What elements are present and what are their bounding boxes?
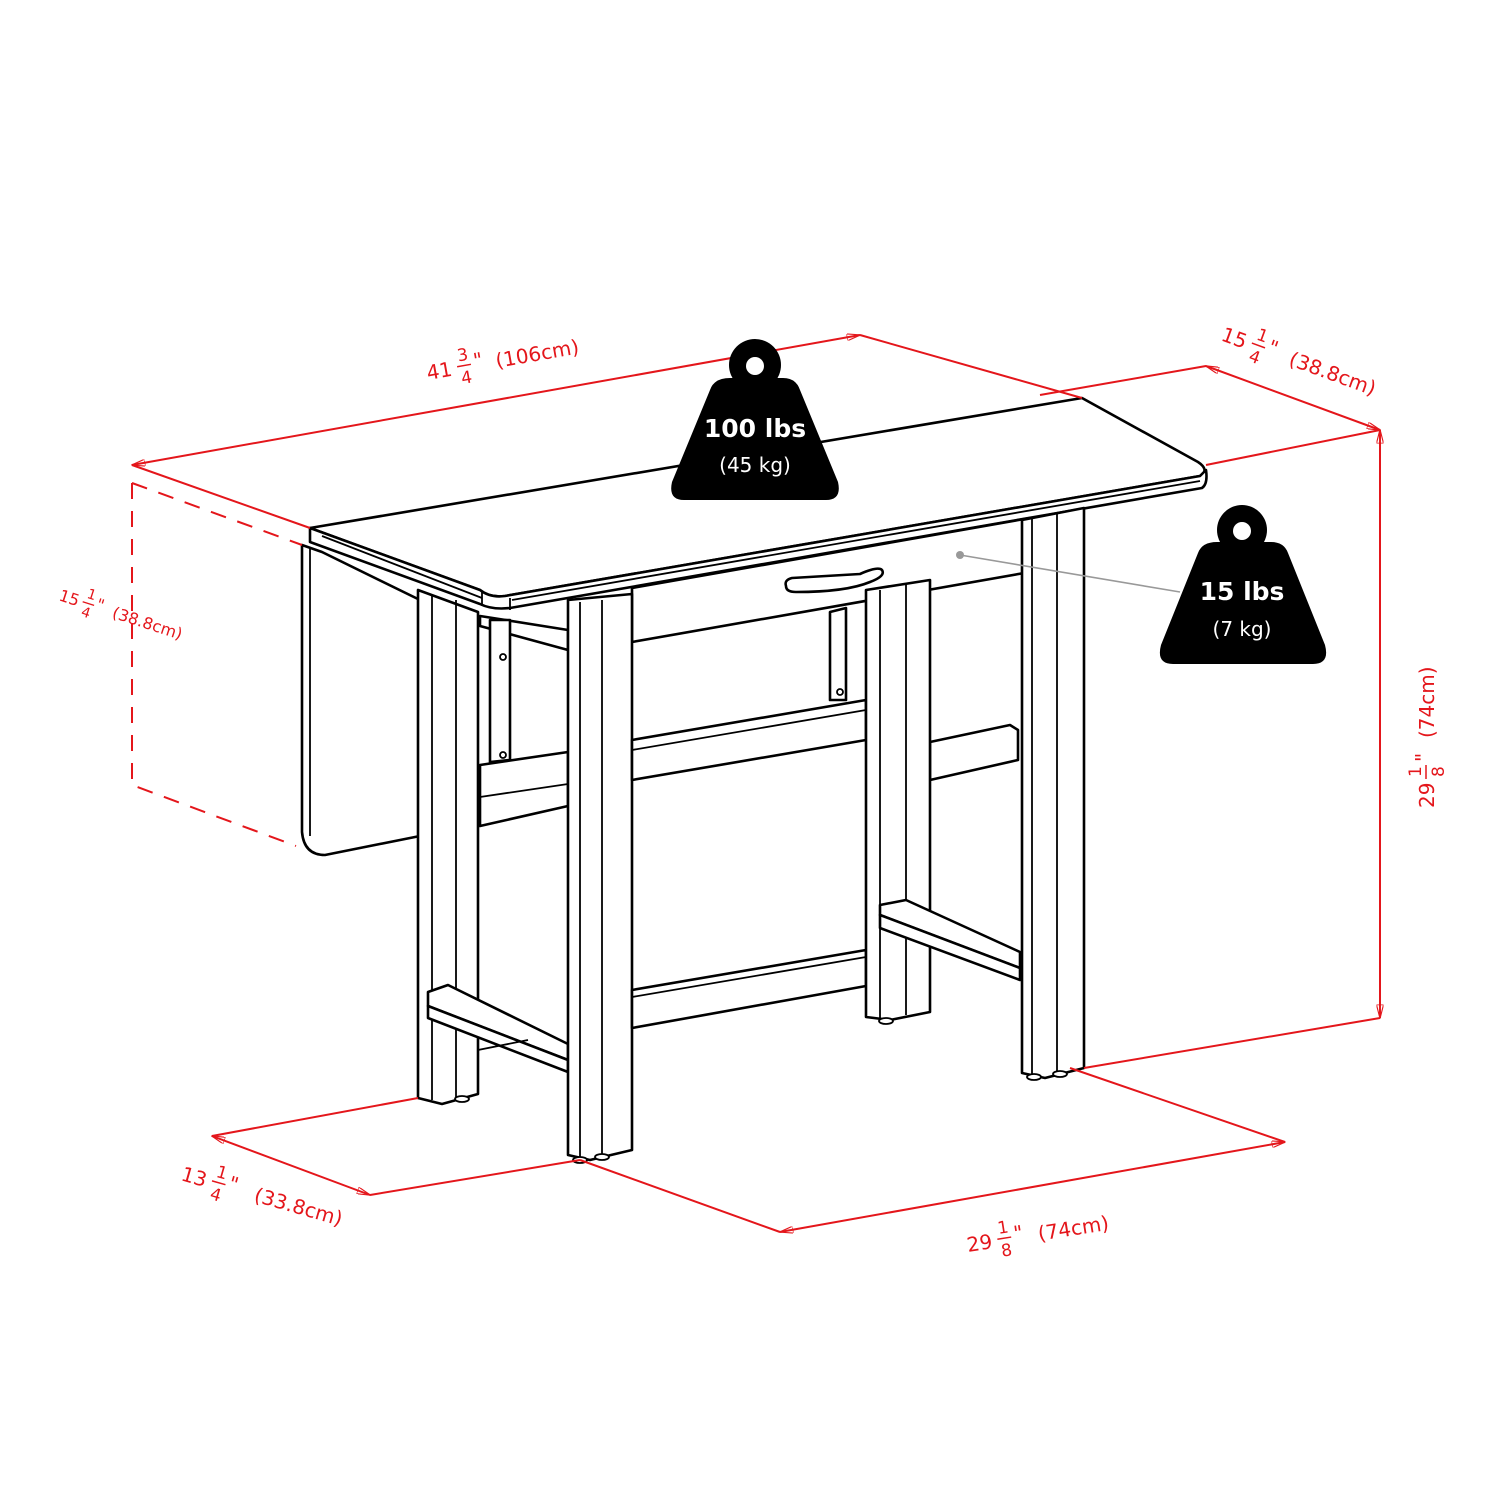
- svg-text:1: 1: [214, 1162, 230, 1184]
- svg-text:3: 3: [456, 345, 470, 367]
- label-height: 29 1 8 " (74cm): [1406, 666, 1449, 808]
- svg-text:8: 8: [1000, 1240, 1014, 1261]
- svg-text:(7 kg): (7 kg): [1213, 617, 1272, 641]
- drawer-handle: [784, 567, 885, 594]
- svg-text:": ": [94, 595, 107, 615]
- label-base-depth: 13 1 4 " (33.8cm): [179, 1162, 346, 1231]
- svg-text:41: 41: [425, 357, 454, 385]
- svg-text:(74cm): (74cm): [1415, 666, 1439, 738]
- svg-text:15: 15: [1218, 322, 1250, 353]
- svg-text:(106cm): (106cm): [494, 335, 581, 373]
- svg-text:(38.8cm): (38.8cm): [110, 603, 185, 643]
- table-drawing: [300, 396, 1208, 1164]
- svg-text:(38.8cm): (38.8cm): [1286, 347, 1379, 401]
- svg-text:1: 1: [1406, 766, 1426, 777]
- svg-text:": ": [1012, 1220, 1025, 1245]
- svg-text:4: 4: [208, 1184, 224, 1206]
- label-base-width: 29 1 8 " (74cm): [965, 1211, 1111, 1262]
- weight-badge-drawer: 15 lbs (7 kg): [1159, 505, 1327, 664]
- svg-text:1: 1: [85, 586, 98, 604]
- svg-text:(45 kg): (45 kg): [719, 453, 791, 477]
- svg-text:": ": [1411, 753, 1435, 762]
- svg-text:13: 13: [179, 1162, 210, 1192]
- front-left-leg: [566, 592, 634, 1164]
- weight-badge-tabletop: 100 lbs (45 kg): [671, 339, 839, 500]
- svg-text:1: 1: [996, 1217, 1010, 1238]
- svg-text:(33.8cm): (33.8cm): [252, 1183, 346, 1231]
- label-tabletop-depth: 15 1 4 " (38.8cm): [1218, 322, 1379, 401]
- drawer-leader: [956, 551, 1181, 593]
- left-legs: [416, 588, 570, 1106]
- svg-text:4: 4: [1246, 347, 1263, 369]
- svg-text:(74cm): (74cm): [1036, 1211, 1110, 1246]
- svg-text:8: 8: [1429, 766, 1449, 777]
- center-frame: [630, 578, 1022, 1030]
- drop-leaf: [300, 543, 1020, 857]
- label-overall-length: 41 3 4 " (106cm): [425, 335, 581, 390]
- svg-text:15: 15: [57, 586, 82, 610]
- svg-text:29: 29: [965, 1229, 994, 1257]
- svg-text:15 lbs: 15 lbs: [1200, 577, 1285, 606]
- svg-text:29: 29: [1415, 783, 1439, 808]
- label-leaf-drop: 15 1 4 " (38.8cm): [57, 586, 185, 644]
- svg-text:100 lbs: 100 lbs: [704, 414, 806, 443]
- svg-text:": ": [471, 347, 484, 372]
- weight-icon: [671, 378, 839, 500]
- svg-text:4: 4: [79, 604, 93, 622]
- front-right-leg: [1020, 506, 1086, 1081]
- weight-icon: [1159, 542, 1327, 664]
- svg-text:": ": [1265, 335, 1282, 361]
- svg-text:4: 4: [460, 367, 474, 389]
- svg-text:": ": [226, 1171, 241, 1197]
